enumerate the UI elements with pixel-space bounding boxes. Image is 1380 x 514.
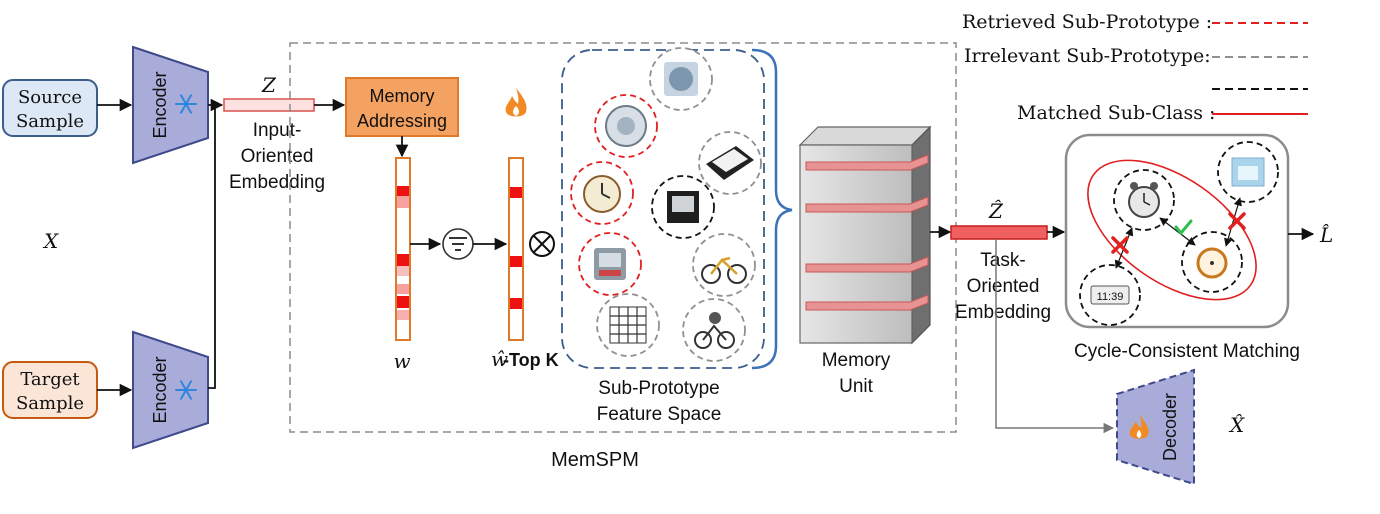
prototype-item [692,233,756,297]
encoder-bottom: Encoder [132,330,209,450]
matching-title: Cycle-Consistent Matching [1074,341,1300,362]
top-k-label: -Top K [503,350,559,370]
prototype-item [698,131,762,195]
source-sample-line1: Source [18,87,82,108]
alarm-clock-node [1113,169,1175,231]
flame-icon [1129,414,1149,439]
memspm-title: MemSPM [551,449,639,471]
prototype-item [651,175,715,239]
filter-icon [442,228,474,260]
prototype-item [649,47,713,111]
encoder-top: Encoder [132,45,209,165]
w-hat-symbol: ŵ [491,347,508,371]
l-hat-symbol: L̂ [1319,223,1333,247]
matched-link [1159,217,1196,246]
source-sample-line2: Sample [16,111,84,132]
photo-frame-node [1217,141,1279,203]
wood-clock-node [1181,231,1243,293]
w-vector [395,157,411,341]
target-sample-line1: Target [20,369,80,390]
flame-icon [505,88,527,117]
decoder: Decoder [1116,368,1195,486]
source-sample-box: Source Sample [2,79,98,137]
legend-matched-label: Matched Sub-Class : [1017,102,1215,124]
snowflake-icon [175,94,197,114]
memory-addressing-line2: Addressing [357,111,447,131]
prototype-item [570,161,634,225]
rejected-link-top [1224,197,1242,247]
connector-bottom-encoder [208,105,216,389]
w-hat-vector [508,157,524,341]
digital-clock-node: 11:39 [1079,264,1141,326]
memory-addressing-line1: Memory [369,86,434,106]
legend: Retrieved Sub-Prototype : Irrelevant Sub… [962,11,1308,124]
cross-mark-icon [1228,212,1246,230]
input-embedding-line3: Embedding [229,172,325,193]
arrow-zhat-to-decoder [995,239,1115,434]
memory-addressing-box: Memory Addressing [345,77,459,137]
feature-space-line2: Feature Space [597,404,722,425]
feature-space-line1: Sub-Prototype [598,378,719,399]
memory-unit-line1: Memory [822,350,891,371]
check-mark-icon [1174,219,1193,236]
feature-space-brace [751,48,793,370]
input-embedding-line2: Oriented [241,146,314,167]
memory-unit-line2: Unit [839,376,874,397]
encoder-bottom-label: Encoder [150,356,170,423]
z-symbol: Z [261,73,277,97]
encoder-top-label: Encoder [150,71,170,138]
task-embedding: Ẑ Task- Oriented Embedding [950,199,1051,323]
prototype-item [578,232,642,296]
sub-prototype-feature-space: Sub-Prototype Feature Space [561,47,793,425]
input-embedding-line1: Input- [253,120,302,141]
task-embedding-line3: Embedding [955,302,1051,323]
input-embedding: Z Input- Oriented Embedding [223,73,325,193]
tensor-product-icon [529,231,555,257]
decoder-label: Decoder [1160,393,1180,461]
digital-clock-text: 11:39 [1097,291,1124,303]
memory-unit: Memory Unit [798,125,932,397]
snowflake-icon [175,380,197,400]
task-embedding-line2: Oriented [967,276,1040,297]
prototype-item [594,94,658,158]
x-hat-symbol: X̂ [1228,413,1245,437]
cross-mark-icon [1111,236,1129,254]
target-sample-line2: Sample [16,393,84,414]
input-embedding-bar [223,98,315,112]
prototype-item [596,293,660,357]
prototype-item [682,298,746,362]
legend-retrieved-label: Retrieved Sub-Prototype : [962,11,1212,33]
z-hat-symbol: Ẑ [988,199,1004,223]
cycle-consistent-matching: 11:39 Cycle-Consistent Matching [1064,133,1300,362]
task-embedding-line1: Task- [980,250,1025,271]
x-symbol: X [42,229,59,253]
legend-irrelevant-label: Irrelevant Sub-Prototype: [964,45,1211,67]
w-label: w [393,349,410,373]
target-sample-box: Target Sample [2,361,98,419]
task-embedding-bar [950,225,1048,240]
